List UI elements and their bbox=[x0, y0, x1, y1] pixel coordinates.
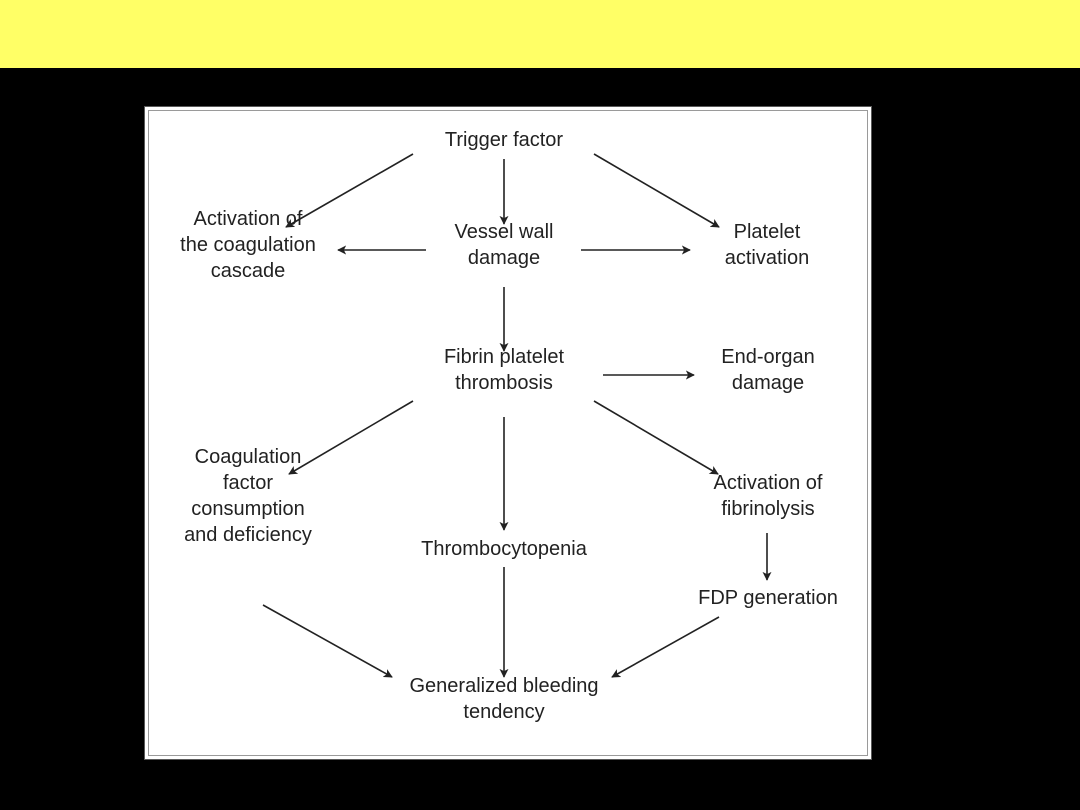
node-label: activation bbox=[725, 247, 810, 269]
node-fibrin-thrombosis: Fibrin platelet thrombosis bbox=[444, 346, 565, 394]
node-fibrinolysis: Activation of fibrinolysis bbox=[714, 472, 823, 520]
node-label: End-organ bbox=[721, 346, 814, 368]
title-bar bbox=[0, 0, 1080, 68]
node-label: Thrombocytopenia bbox=[421, 538, 588, 560]
node-label: tendency bbox=[463, 701, 544, 723]
arrow-factor-consumption-to-bleeding bbox=[262, 604, 393, 678]
arrow-fibrin-thrombosis-to-fibrinolysis bbox=[593, 400, 719, 475]
node-label: Platelet bbox=[734, 221, 801, 243]
arrow-fibrin-thrombosis-to-factor-consumption bbox=[288, 400, 414, 475]
node-label: consumption bbox=[191, 498, 304, 520]
node-label: Coagulation bbox=[195, 446, 302, 468]
node-label: Activation of bbox=[194, 208, 303, 230]
node-label: damage bbox=[468, 247, 540, 269]
node-label: FDP generation bbox=[698, 587, 838, 609]
node-vessel-damage: Vessel wall damage bbox=[455, 221, 554, 269]
arrow-trigger-to-coag-activation bbox=[285, 153, 414, 228]
node-trigger: Trigger factor bbox=[445, 129, 564, 151]
node-bleeding: Generalized bleeding tendency bbox=[409, 675, 598, 723]
node-label: cascade bbox=[211, 260, 286, 282]
node-platelet-activation: Platelet activation bbox=[725, 221, 810, 269]
node-label: Generalized bleeding bbox=[409, 675, 598, 697]
node-label: thrombosis bbox=[455, 372, 553, 394]
node-label: damage bbox=[732, 372, 804, 394]
node-coag-activation: Activation of the coagulation cascade bbox=[180, 208, 316, 282]
node-label: Vessel wall bbox=[455, 221, 554, 243]
node-factor-consumption: Coagulation factor consumption and deficien… bbox=[184, 446, 312, 546]
node-thrombocytopenia: Thrombocytopenia bbox=[421, 538, 588, 560]
node-label: factor bbox=[223, 472, 273, 494]
node-end-organ: End-organ damage bbox=[721, 346, 814, 394]
node-label: and deficiency bbox=[184, 524, 312, 546]
arrow-trigger-to-platelet-activation bbox=[593, 153, 720, 228]
node-label: fibrinolysis bbox=[721, 498, 814, 520]
node-label: the coagulation bbox=[180, 234, 316, 256]
node-label: Trigger factor bbox=[445, 129, 564, 151]
edges-layer bbox=[262, 153, 772, 678]
node-label: Fibrin platelet bbox=[444, 346, 565, 368]
node-label: Activation of bbox=[714, 472, 823, 494]
arrow-fdp-to-bleeding bbox=[611, 616, 720, 678]
node-fdp: FDP generation bbox=[698, 587, 838, 609]
